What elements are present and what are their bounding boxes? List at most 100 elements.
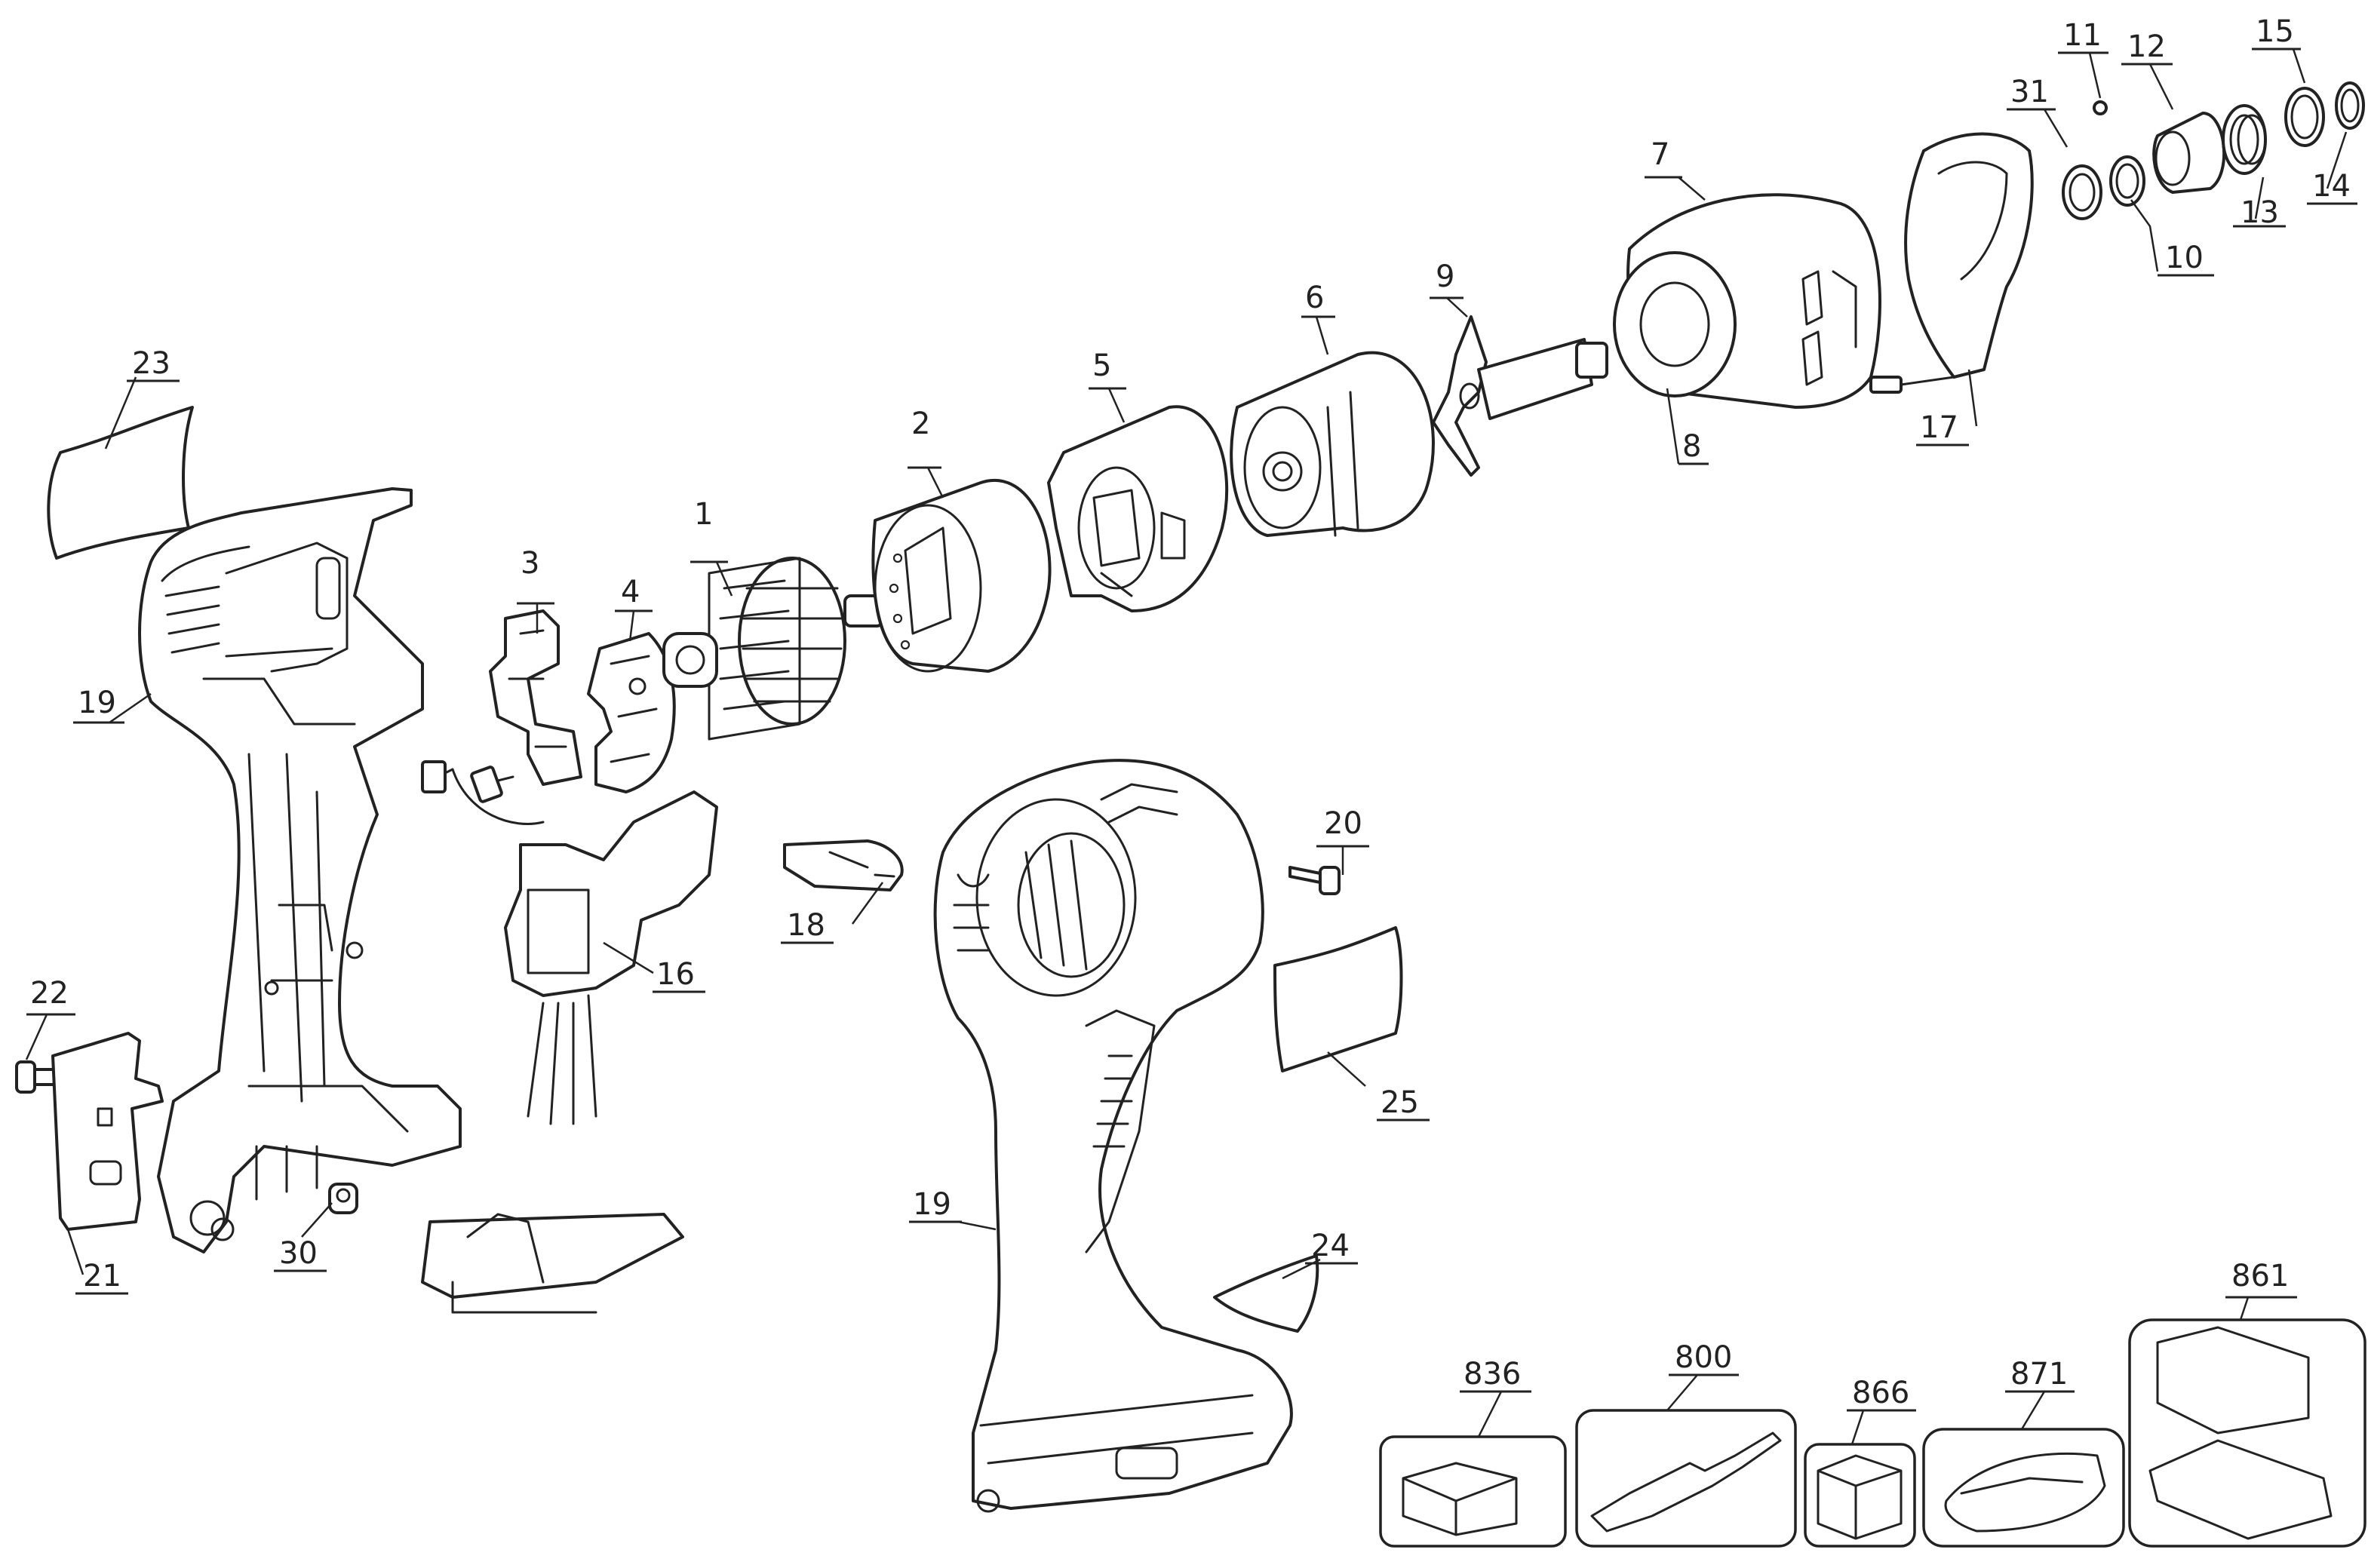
left-housing-half — [138, 487, 462, 1253]
svg-text:25: 25 — [1381, 1085, 1419, 1120]
armature-1 — [662, 557, 884, 741]
label-18: 18 — [781, 908, 834, 944]
label-31: 31 — [2007, 75, 2056, 111]
ring-14 — [2335, 81, 2365, 130]
label-23-sticker — [47, 406, 194, 560]
svg-text:3: 3 — [521, 546, 539, 581]
label-19-left: 19 — [73, 686, 124, 724]
leader-lines — [25, 48, 2348, 1445]
stator-2 — [871, 478, 1052, 673]
svg-text:20: 20 — [1324, 806, 1362, 841]
label-11: 11 — [2058, 18, 2108, 54]
label-13: 13 — [2233, 195, 2286, 230]
assembled-housing-19 — [933, 759, 1293, 1513]
svg-text:22: 22 — [30, 976, 69, 1011]
label-3: 3 — [517, 546, 554, 605]
gear-case-5 — [1047, 405, 1229, 612]
led-ring-17 — [1869, 132, 2034, 394]
label-5: 5 — [1089, 348, 1126, 390]
svg-text:6: 6 — [1305, 281, 1324, 315]
svg-text:14: 14 — [2312, 169, 2351, 204]
svg-text:5: 5 — [1092, 348, 1111, 383]
label-1: 1 — [690, 497, 728, 563]
impact-mechanism-6 — [1230, 351, 1435, 537]
svg-text:866: 866 — [1852, 1376, 1909, 1410]
label-866: 866 — [1847, 1376, 1916, 1412]
ring-15 — [2284, 87, 2325, 147]
svg-text:2: 2 — [911, 407, 930, 441]
accessory-box-866 — [1804, 1443, 1916, 1548]
accessory-box-861 — [2128, 1318, 2366, 1548]
label-17: 17 — [1916, 410, 1969, 446]
svg-text:19: 19 — [913, 1187, 951, 1222]
svg-text:11: 11 — [2063, 18, 2102, 53]
svg-text:23: 23 — [132, 346, 170, 381]
label-800: 800 — [1669, 1340, 1739, 1376]
svg-text:15: 15 — [2256, 14, 2294, 49]
label-7: 7 — [1645, 137, 1682, 179]
brush-plate-3 — [489, 609, 582, 786]
label-16: 16 — [653, 957, 705, 993]
svg-text:4: 4 — [621, 575, 640, 609]
label-8: 8 — [1678, 429, 1709, 465]
ball-11 — [2093, 100, 2108, 115]
svg-text:10: 10 — [2165, 241, 2204, 275]
label-25: 25 — [1377, 1085, 1430, 1122]
label-21: 21 — [75, 1259, 128, 1295]
label-6: 6 — [1301, 281, 1335, 318]
svg-text:7: 7 — [1651, 137, 1669, 172]
svg-text:24: 24 — [1311, 1229, 1350, 1263]
label-25-sticker — [1273, 926, 1403, 1072]
actuator-18 — [783, 839, 904, 891]
svg-text:21: 21 — [83, 1259, 121, 1293]
accessory-number-labels: 836 800 866 871 861 — [1460, 1259, 2297, 1412]
label-20: 20 — [1316, 806, 1369, 848]
label-836: 836 — [1460, 1357, 1531, 1393]
anvil-9 — [1432, 315, 1608, 477]
label-15: 15 — [2252, 14, 2301, 51]
label-861: 861 — [2225, 1259, 2297, 1299]
svg-text:871: 871 — [2010, 1357, 2068, 1392]
svg-text:12: 12 — [2127, 29, 2166, 64]
label-14: 14 — [2307, 169, 2357, 205]
accessory-box-836 — [1379, 1435, 1567, 1548]
label-24-sticker — [1213, 1254, 1319, 1333]
nut-30 — [328, 1183, 358, 1214]
svg-text:31: 31 — [2010, 75, 2049, 109]
svg-text:18: 18 — [787, 908, 825, 943]
label-4: 4 — [615, 575, 653, 612]
part-number-labels: 1 2 3 4 5 6 7 8 9 10 11 12 13 14 15 16 1… — [26, 14, 2357, 1295]
label-22: 22 — [26, 976, 75, 1016]
svg-text:17: 17 — [1920, 410, 1958, 445]
svg-text:16: 16 — [656, 957, 695, 992]
svg-text:9: 9 — [1436, 259, 1454, 294]
svg-text:30: 30 — [279, 1236, 318, 1271]
seal-8 — [1613, 251, 1737, 397]
accessory-box-871 — [1922, 1428, 2125, 1548]
label-9: 9 — [1430, 259, 1463, 299]
svg-text:1: 1 — [694, 497, 713, 532]
spring-13 — [2222, 104, 2267, 175]
clip-21 — [51, 1032, 164, 1231]
brush-plate-4 — [587, 632, 676, 793]
svg-text:800: 800 — [1675, 1340, 1732, 1375]
switch-16 — [421, 760, 718, 1314]
label-24: 24 — [1305, 1229, 1358, 1265]
svg-text:836: 836 — [1463, 1357, 1521, 1392]
label-12: 12 — [2121, 29, 2173, 66]
label-871: 871 — [2005, 1357, 2075, 1393]
label-30: 30 — [274, 1236, 327, 1272]
label-23: 23 — [127, 346, 180, 382]
label-10: 10 — [2158, 241, 2214, 277]
svg-text:19: 19 — [78, 686, 116, 720]
ring-31 — [2062, 164, 2102, 220]
svg-text:861: 861 — [2231, 1259, 2289, 1293]
svg-text:8: 8 — [1682, 429, 1701, 464]
accessory-box-800 — [1575, 1409, 1797, 1548]
svg-text:13: 13 — [2241, 195, 2279, 230]
label-2: 2 — [908, 407, 941, 469]
screw-20 — [1288, 866, 1341, 895]
sleeve-12 — [2152, 112, 2226, 194]
label-19-right: 19 — [909, 1187, 962, 1223]
